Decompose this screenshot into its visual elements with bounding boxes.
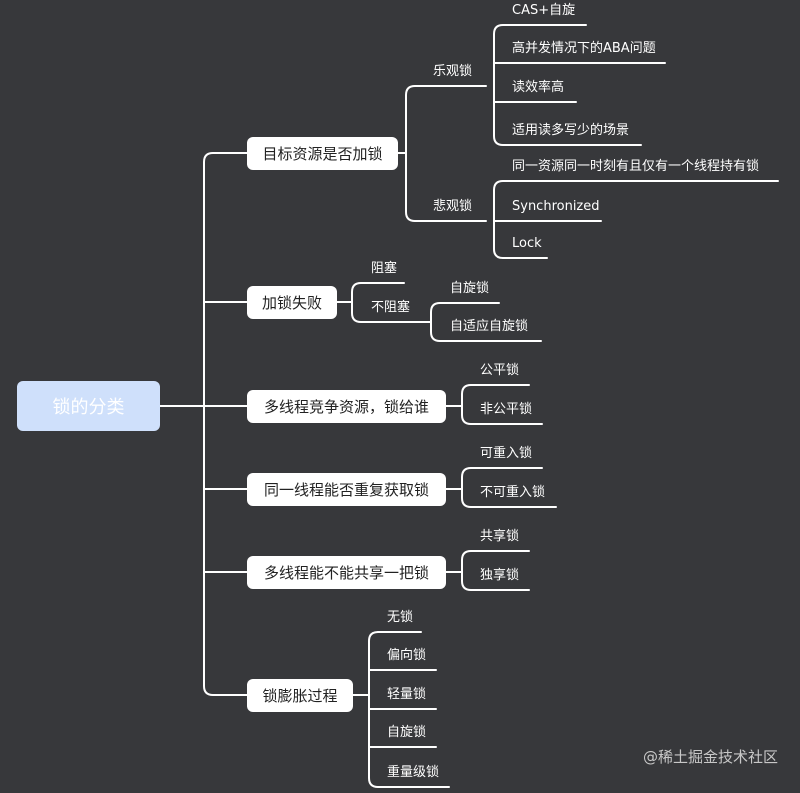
leaf-exclusive-lock: 独享锁 bbox=[480, 568, 520, 583]
optimistic-lock-label: 乐观锁 bbox=[433, 64, 473, 79]
leaf-spin-lock: 自旋锁 bbox=[450, 281, 490, 296]
watermark: @稀土掘金技术社区 bbox=[642, 748, 778, 766]
branch-lock-failure: 加锁失败 bbox=[247, 286, 337, 319]
non-blocking-label: 不阻塞 bbox=[371, 300, 411, 315]
leaf-read-efficiency: 读效率高 bbox=[512, 80, 565, 95]
branch-multithread-competition: 多线程竞争资源，锁给谁 bbox=[247, 390, 446, 423]
leaf-fair-lock: 公平锁 bbox=[480, 363, 520, 378]
branch-target-resource-lock: 目标资源是否加锁 bbox=[247, 137, 398, 170]
leaf-adaptive-spin-lock: 自适应自旋锁 bbox=[450, 319, 529, 334]
pessimistic-lock-label: 悲观锁 bbox=[433, 199, 473, 214]
leaf-no-lock: 无锁 bbox=[387, 610, 414, 625]
leaf-spin-lock-inflation: 自旋锁 bbox=[387, 725, 427, 740]
leaf-lightweight-lock: 轻量锁 bbox=[387, 687, 427, 702]
leaf-single-holder: 同一资源同一时刻有且仅有一个线程持有锁 bbox=[512, 159, 760, 174]
root-node: 锁的分类 bbox=[17, 381, 160, 431]
leaf-cas-spin: CAS+自旋 bbox=[512, 3, 576, 18]
leaf-biased-lock: 偏向锁 bbox=[387, 648, 427, 663]
leaf-reentrant-lock: 可重入锁 bbox=[480, 446, 533, 461]
leaf-lock: Lock bbox=[512, 236, 542, 251]
leaf-synchronized: Synchronized bbox=[512, 199, 600, 214]
branch-shared-lock: 多线程能不能共享一把锁 bbox=[247, 556, 446, 589]
blocking-label: 阻塞 bbox=[371, 261, 398, 276]
leaf-aba-problem: 高并发情况下的ABA问题 bbox=[512, 41, 656, 56]
branch-reentrant: 同一线程能否重复获取锁 bbox=[247, 473, 446, 506]
leaf-shared-lock: 共享锁 bbox=[480, 529, 520, 544]
leaf-non-reentrant-lock: 不可重入锁 bbox=[480, 485, 546, 500]
branch-lock-inflation: 锁膨胀过程 bbox=[247, 679, 353, 712]
leaf-heavyweight-lock: 重量级锁 bbox=[387, 765, 440, 780]
leaf-unfair-lock: 非公平锁 bbox=[480, 402, 533, 417]
leaf-read-heavy-scenario: 适用读多写少的场景 bbox=[512, 123, 630, 138]
